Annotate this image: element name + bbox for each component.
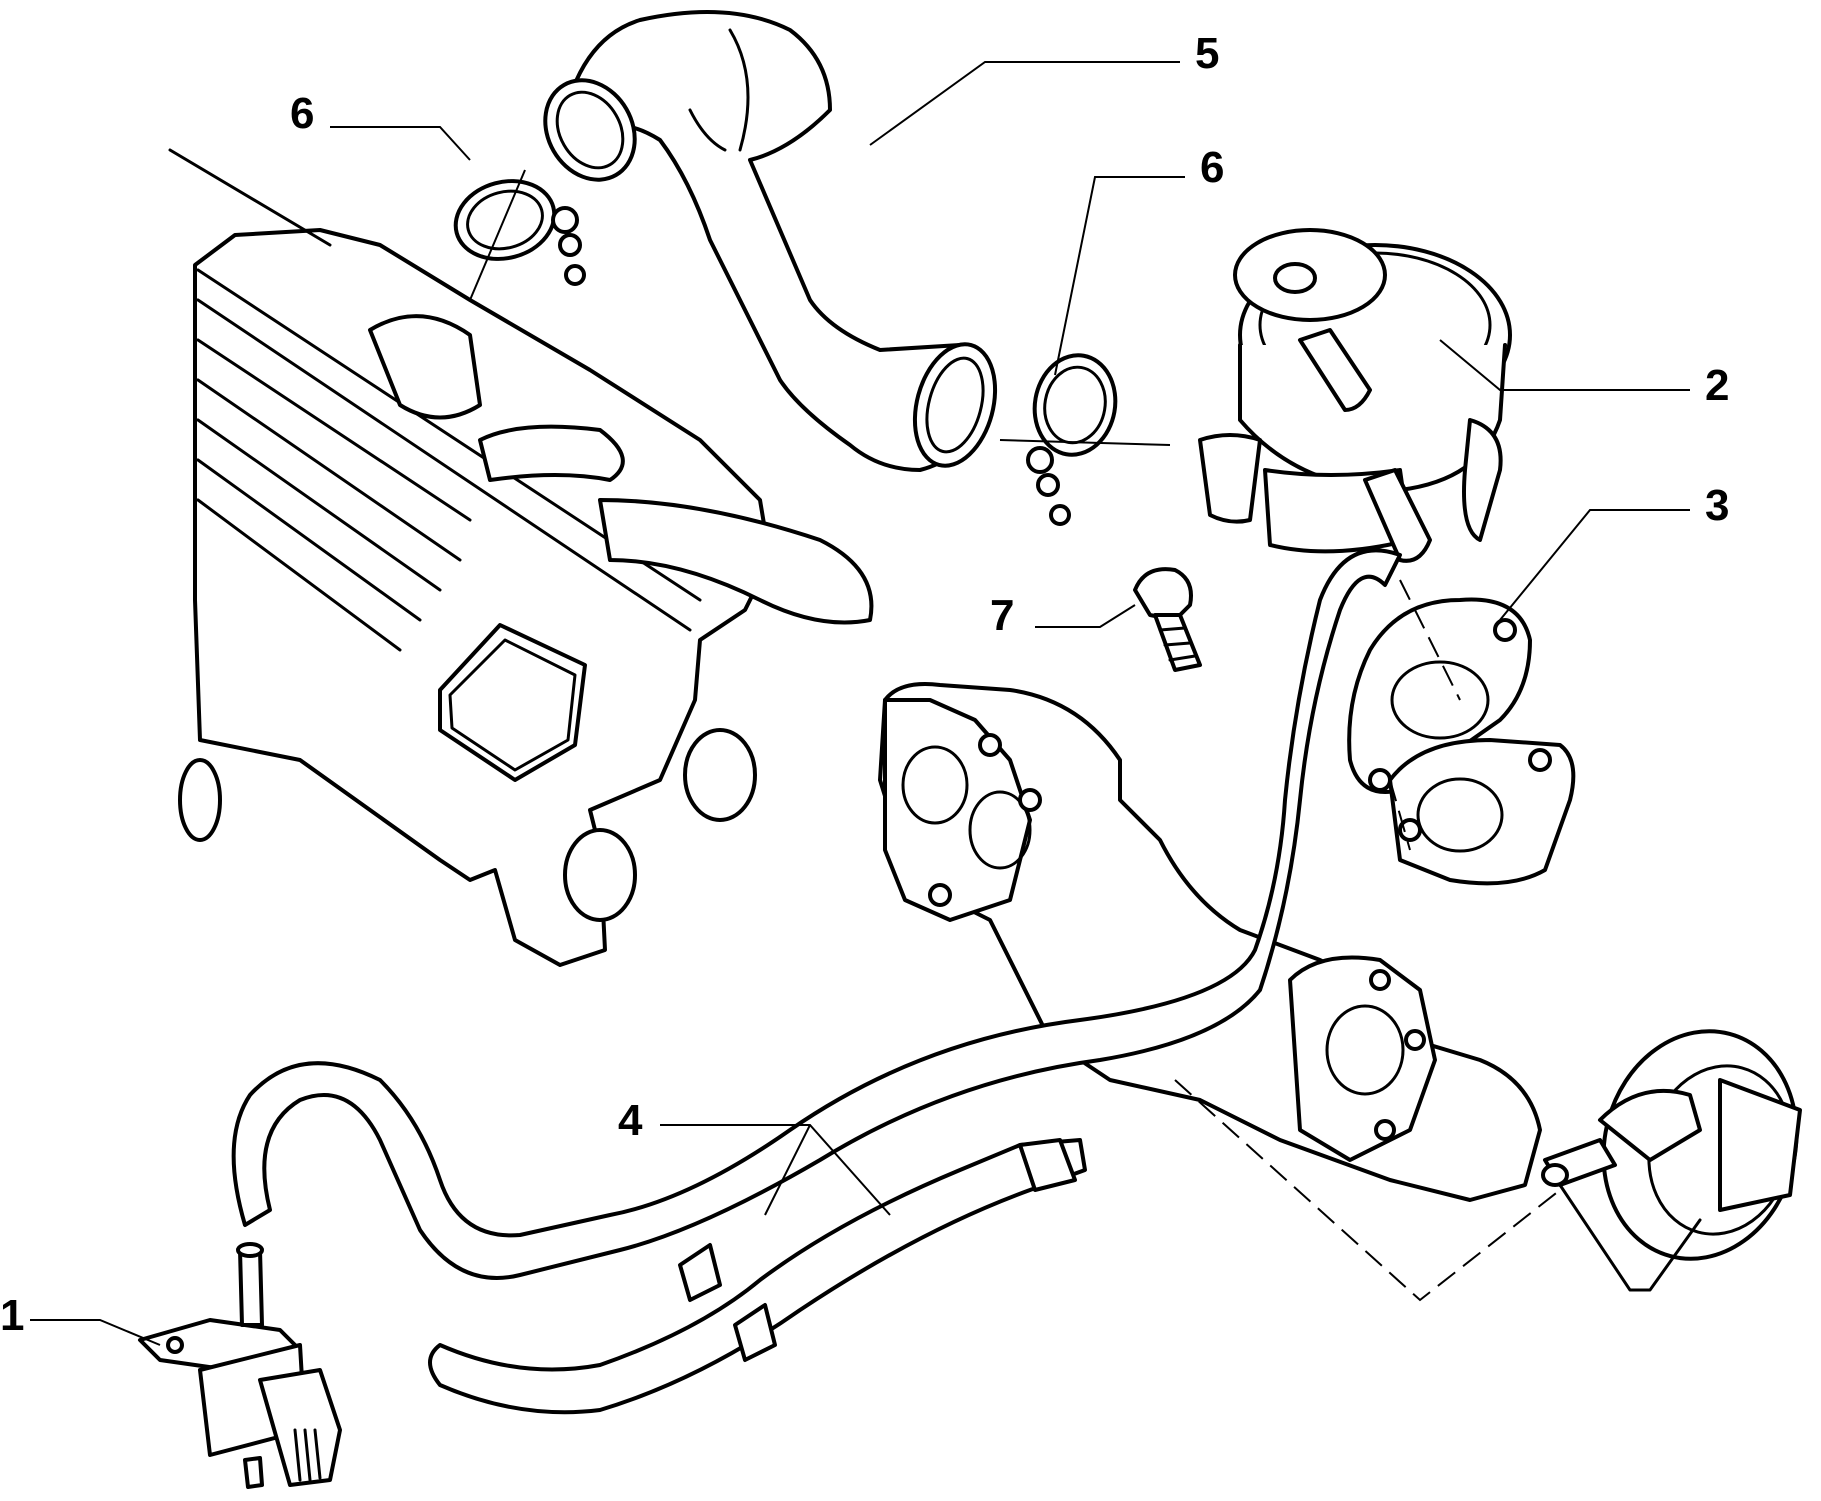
assembly-line-dashed [1174,1079,1561,1302]
callout-label-2: 2 [1705,361,1729,410]
hose-clamp-part-6-left [453,179,586,286]
vacuum-actuator [1541,1029,1802,1292]
callout-label-6-right: 6 [1200,143,1224,192]
hose-part-5 [543,10,998,472]
callout-leaders [30,61,1690,1346]
gasket-part-3 [1347,597,1532,794]
callout-label-7: 7 [990,591,1014,640]
callout-label-1: 1 [0,1291,24,1340]
callout-label-6-left: 6 [290,89,314,138]
solenoid-valve-part-1 [138,1242,342,1489]
assembly-line-dashed [1399,579,1461,701]
assembly-line-dashed [1389,779,1411,851]
egr-valve-part-2 [1198,228,1512,563]
callout-label-5: 5 [1195,29,1219,78]
callout-label-4: 4 [618,1096,643,1145]
screw-part-7 [1133,567,1202,672]
exhaust-manifold [878,682,1576,1202]
intake-manifold [168,148,874,967]
hose-clamp-part-6-right [1026,353,1118,526]
callout-label-3: 3 [1705,481,1729,530]
